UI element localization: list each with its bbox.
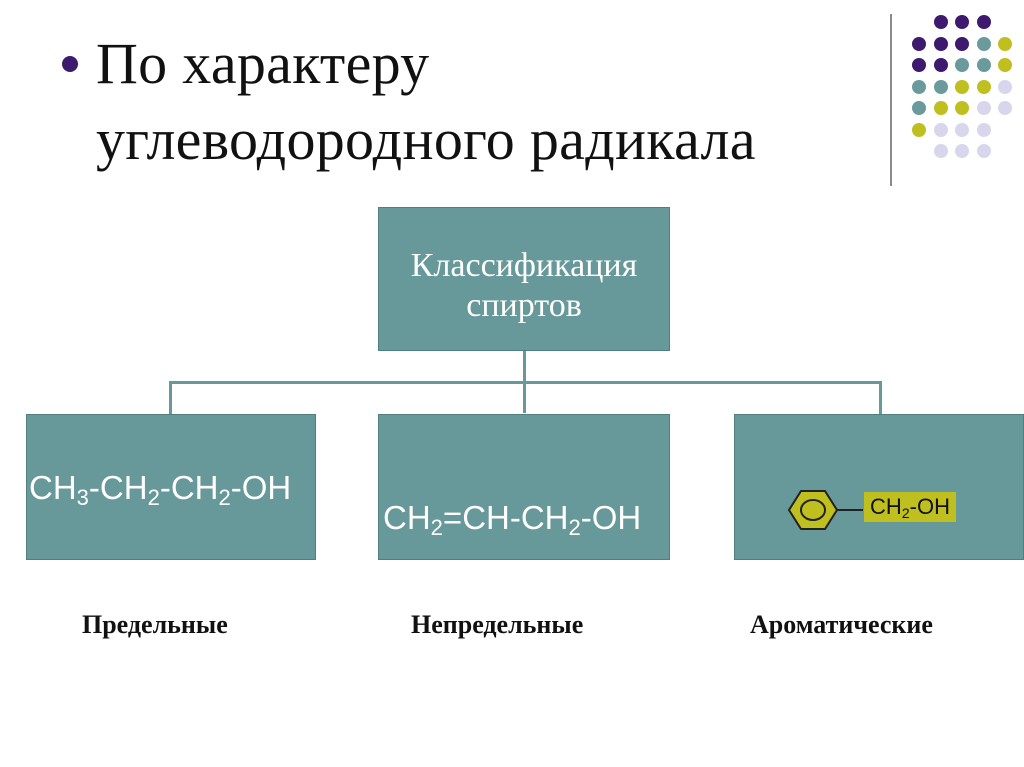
node-unsaturated: CH2=CH-CH2-OH	[378, 414, 670, 560]
decorative-dot	[976, 15, 991, 29]
decorative-dot	[976, 79, 991, 94]
decorative-dot	[912, 79, 926, 94]
bullet-icon	[62, 56, 78, 72]
decorative-dot	[976, 58, 991, 72]
decorative-dot	[933, 79, 948, 94]
node-saturated: CH3-CH2-CH2-OH	[26, 414, 316, 560]
benzene-ring-icon	[787, 490, 863, 530]
decorative-dot	[933, 36, 948, 51]
root-node-line-2: спиртов	[466, 287, 582, 324]
decorative-dot	[933, 144, 948, 158]
decorative-dot	[933, 101, 948, 115]
connector-horizontal	[169, 381, 882, 384]
decorative-dot	[998, 58, 1012, 72]
title-line-1: По характеру	[96, 31, 430, 96]
decorative-dot	[998, 36, 1012, 51]
decorative-dot	[976, 101, 991, 115]
connector-left-down	[169, 381, 172, 414]
title-line-2: углеводородного радикала	[96, 107, 756, 172]
decorative-dot	[955, 15, 969, 29]
benzene-inner-circle	[800, 499, 826, 521]
root-node-classification: Классификация спиртов	[378, 207, 670, 351]
decorative-dot	[976, 36, 991, 51]
aromatic-ch2oh-label: CH2-OH	[864, 492, 956, 522]
decorative-dot	[933, 58, 948, 72]
decorative-dot	[998, 101, 1012, 115]
decorative-dot	[933, 15, 948, 29]
decorative-dot	[976, 144, 991, 158]
decorative-dot	[933, 122, 948, 137]
decorative-dot	[998, 79, 1012, 94]
slide-title: По характеру углеводородного радикала	[96, 26, 886, 178]
decorative-dot	[955, 101, 969, 115]
node-aromatic	[734, 414, 1024, 560]
connector-right-down	[879, 381, 882, 414]
decorative-dot	[912, 101, 926, 115]
caption-aromatic: Ароматические	[750, 610, 933, 639]
benzene-hexagon	[787, 490, 839, 530]
decorative-dot	[912, 36, 926, 51]
decorative-dot	[955, 36, 969, 51]
caption-saturated: Предельные	[82, 610, 228, 639]
caption-unsaturated: Непредельные	[411, 610, 584, 639]
decorative-dot	[976, 122, 991, 137]
decorative-dot	[912, 122, 926, 137]
decorative-dot	[955, 58, 969, 72]
decorative-dot	[955, 122, 969, 137]
root-node-line-1: Классификация	[410, 247, 638, 284]
formula-unsaturated: CH2=CH-CH2-OH	[383, 499, 642, 540]
decorative-dot	[955, 79, 969, 94]
vertical-divider	[890, 14, 892, 186]
formula-saturated: CH3-CH2-CH2-OH	[29, 469, 292, 510]
decorative-dot	[955, 144, 969, 158]
decorative-dot	[912, 58, 926, 72]
